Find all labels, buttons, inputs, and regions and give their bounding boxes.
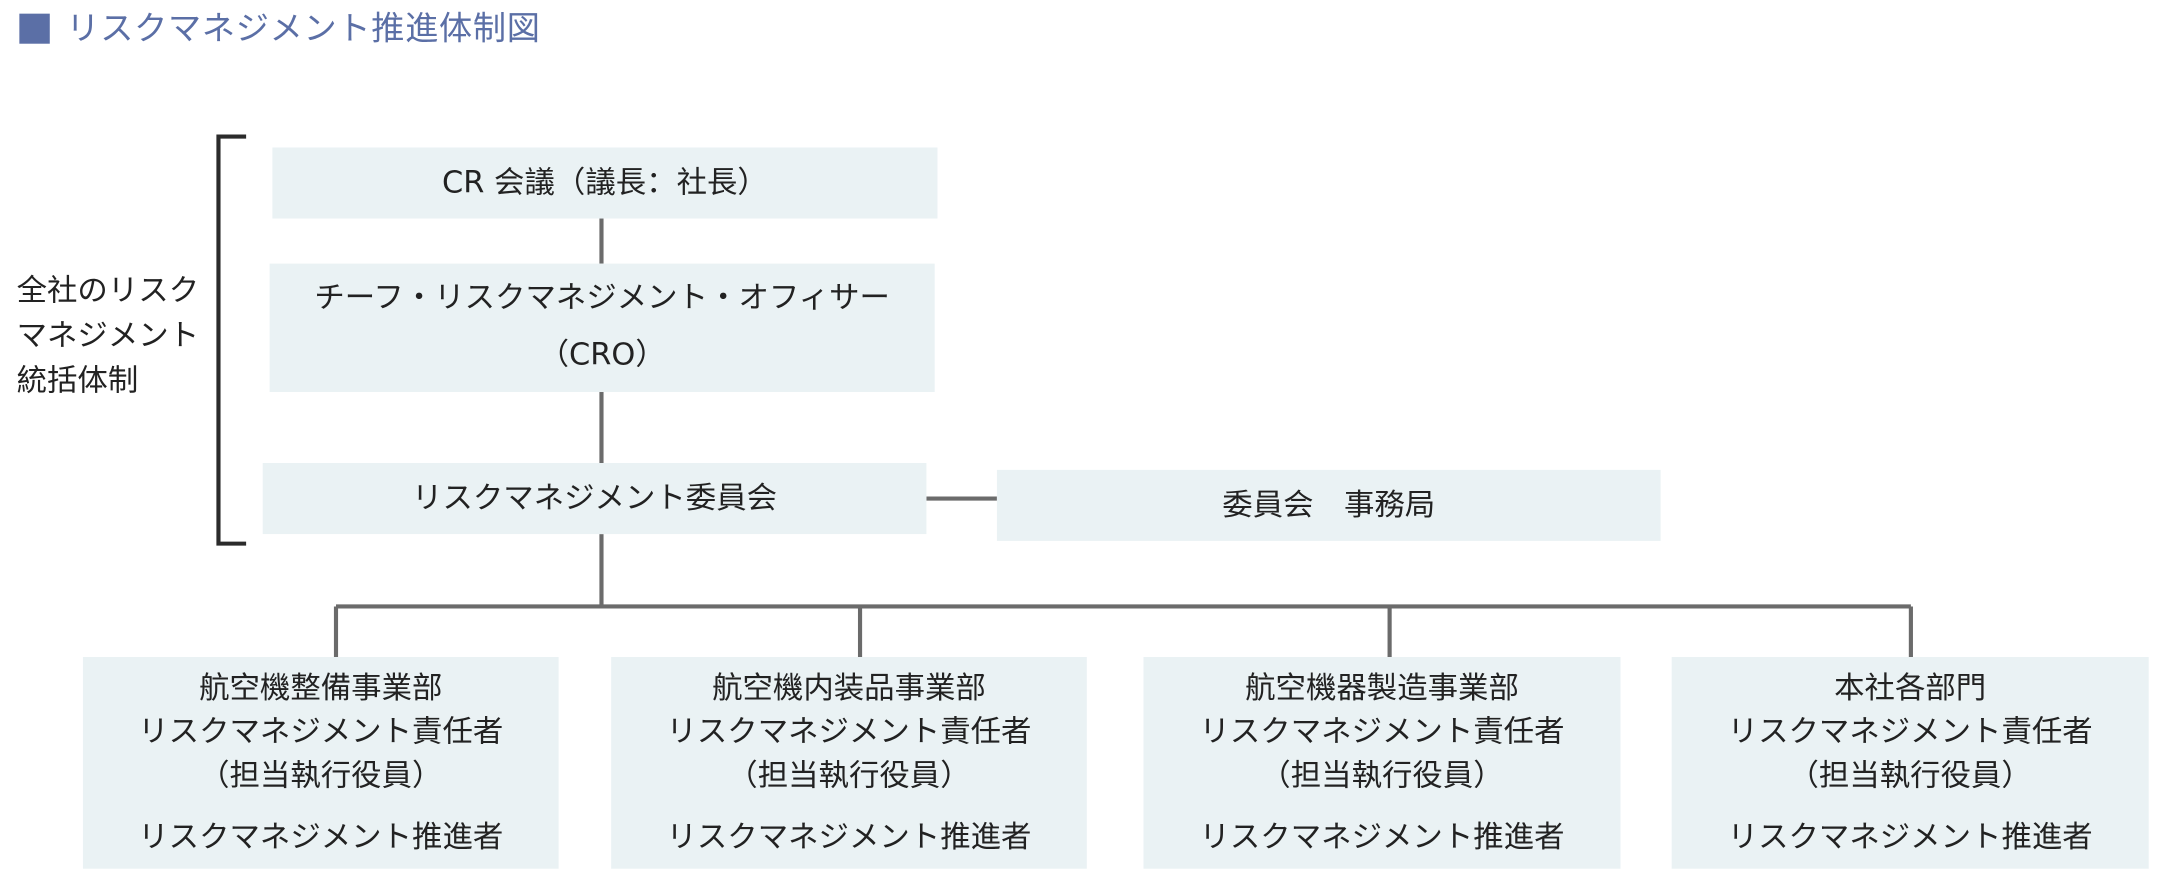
division-name: 航空機内装品事業部 (712, 672, 986, 707)
division-role: リスクマネジメント責任者 (1199, 715, 1565, 750)
division-role: リスクマネジメント責任者 (138, 715, 504, 750)
division-note: （担当執行役員） (1260, 759, 1504, 794)
side-label: 全社のリスク マネジメント 統括体制 (17, 269, 200, 404)
node-label: 委員会 事務局 (1222, 488, 1436, 523)
node-division: 本社各部門 リスクマネジメント責任者 （担当執行役員） リスクマネジメント推進者 (1671, 656, 2149, 869)
node-cr-meeting: CR 会議（議長：社長） (272, 147, 938, 219)
side-label-line: 統括体制 (16, 364, 139, 399)
side-label-line: マネジメント (16, 319, 200, 354)
division-name: 航空機器製造事業部 (1245, 672, 1519, 707)
division-promoter: リスクマネジメント推進者 (1727, 820, 2093, 856)
division-note: （担当執行役員） (1788, 759, 2032, 794)
division-promoter: リスクマネジメント推進者 (1199, 820, 1565, 856)
node-division: 航空機整備事業部 リスクマネジメント責任者 （担当執行役員） リスクマネジメント… (82, 656, 559, 869)
division-name: 航空機整備事業部 (199, 672, 443, 707)
diagram-title: リスクマネジメント推進体制図 (19, 12, 540, 45)
division-role: リスクマネジメント責任者 (1727, 715, 2093, 750)
node-division: 航空機器製造事業部 リスクマネジメント責任者 （担当執行役員） リスクマネジメン… (1143, 656, 1621, 869)
node-secretariat: 委員会 事務局 (996, 469, 1661, 541)
division-name: 本社各部門 (1834, 672, 1987, 707)
node-committee: リスクマネジメント委員会 (262, 463, 927, 535)
division-role: リスクマネジメント責任者 (666, 715, 1032, 750)
node-label: リスクマネジメント委員会 (412, 481, 778, 516)
division-note: （担当執行役員） (199, 759, 443, 794)
division-promoter: リスクマネジメント推進者 (138, 820, 504, 856)
node-label: （CRO） (538, 338, 666, 373)
title-square-icon (19, 13, 50, 44)
node-cro: チーフ・リスクマネジメント・オフィサー （CRO） (269, 263, 935, 393)
title-text: リスクマネジメント推進体制図 (66, 9, 541, 48)
division-note: （担当執行役員） (727, 759, 971, 794)
side-label-line: 全社のリスク (16, 274, 200, 309)
node-label: チーフ・リスクマネジメント・オフィサー (314, 281, 890, 316)
node-division: 航空機内装品事業部 リスクマネジメント責任者 （担当執行役員） リスクマネジメン… (611, 656, 1087, 869)
node-label: CR 会議（議長：社長） (442, 165, 768, 201)
scope-bracket (216, 134, 247, 546)
division-promoter: リスクマネジメント推進者 (666, 820, 1032, 856)
